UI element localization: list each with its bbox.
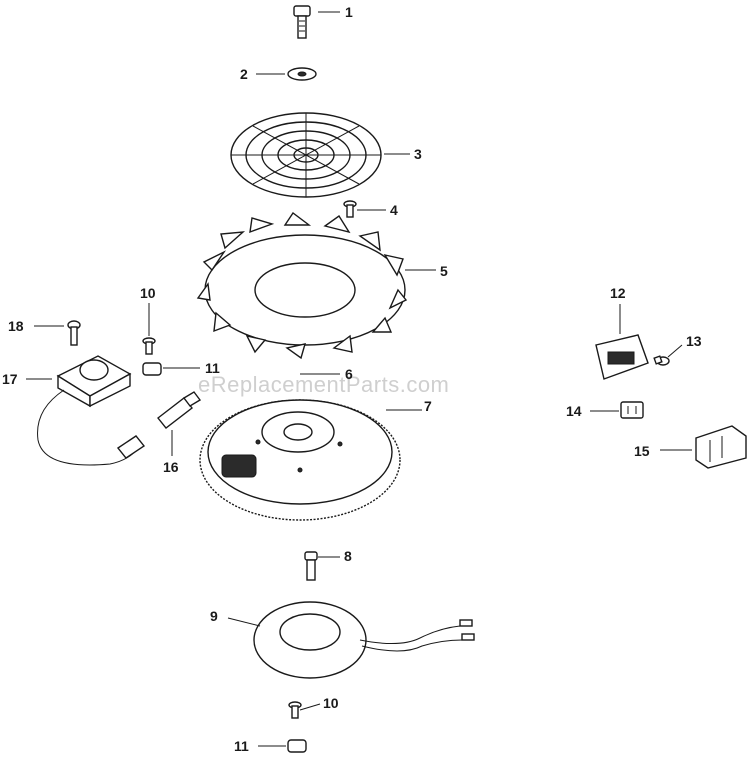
callout-3: 3 [414,146,422,162]
part-13-screw[interactable] [653,355,670,366]
part-14-connector[interactable] [620,401,644,419]
callout-8: 8 [344,548,352,564]
part-10-screw-lower[interactable] [288,701,302,719]
part-9-stator[interactable] [253,601,475,679]
callout-1: 1 [345,4,353,20]
callout-16: 16 [163,459,179,475]
part-12-rectifier[interactable] [595,334,649,380]
part-4-screw[interactable] [343,200,357,218]
part-1-bolt[interactable] [293,5,311,39]
part-11-clip-upper[interactable] [142,362,162,376]
callout-13: 13 [686,333,702,349]
part-10-screw-upper[interactable] [142,337,156,355]
callout-11-lower: 11 [234,738,249,754]
callout-10-lower: 10 [323,695,339,711]
leader-10-lower [299,703,321,711]
part-11-clip-lower[interactable] [287,739,307,753]
callout-6: 6 [345,366,353,382]
callout-11-upper: 11 [205,360,220,376]
callout-7: 7 [424,398,432,414]
leader-13 [667,344,683,358]
part-5-fan[interactable] [196,211,408,360]
part-8-bolt[interactable] [304,551,318,581]
callout-9: 9 [210,608,218,624]
part-18-screw[interactable] [67,320,81,346]
part-16-spark-plug[interactable] [157,391,202,429]
callout-14: 14 [566,403,582,419]
part-2-washer[interactable] [287,67,317,81]
callout-12: 12 [610,285,626,301]
leader-9 [227,617,261,627]
callout-2: 2 [240,66,248,82]
part-3-grass-screen[interactable] [230,112,382,198]
callout-15: 15 [634,443,650,459]
part-17-ignition-module[interactable] [37,355,146,466]
callout-5: 5 [440,263,448,279]
callout-10-upper: 10 [140,285,156,301]
watermark-text: eReplacementParts.com [198,372,449,397]
callout-4: 4 [390,202,398,218]
callout-17: 17 [2,371,18,387]
callout-18: 18 [8,318,24,334]
part-7-flywheel[interactable] [199,399,401,521]
part-15-connector-housing[interactable] [695,425,747,469]
